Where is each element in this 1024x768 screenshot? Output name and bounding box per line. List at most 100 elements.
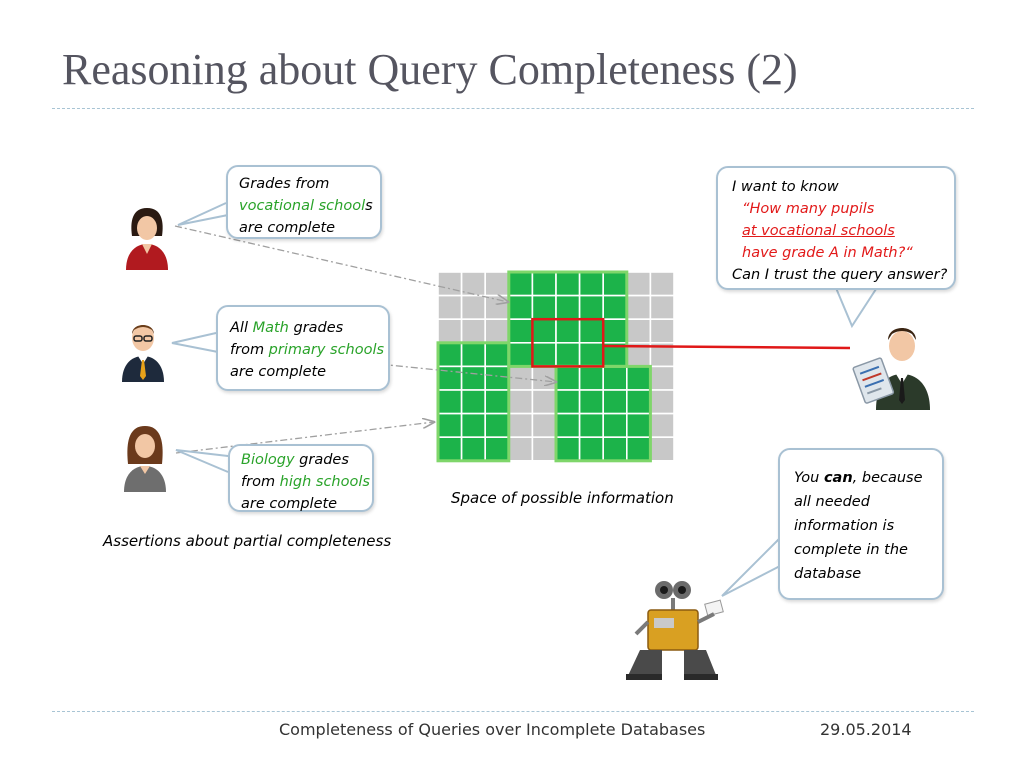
bubble-tail-1 [177, 202, 229, 226]
top-divider [52, 108, 974, 109]
grid-cell-complete [555, 341, 581, 368]
grid-cell [484, 271, 510, 297]
grid-cell [460, 271, 487, 297]
information-space-grid [436, 270, 675, 463]
grid-cell-complete [578, 365, 604, 391]
grid-cell-complete [625, 436, 652, 462]
assertion-bubble-vocational: Grades from vocational schools are compl… [226, 165, 382, 239]
grid-cell [531, 436, 557, 462]
answer-line-2: all needed [794, 494, 870, 510]
assertion-text: All [230, 320, 253, 336]
bubble-tail-2 [171, 332, 219, 353]
businessman-icon [852, 328, 930, 410]
answer-line-3: information is [794, 518, 895, 534]
bottom-divider [52, 711, 974, 712]
grid-cell-complete [625, 412, 652, 439]
assertion-text: are complete [241, 496, 338, 512]
question-line-1: I want to know [732, 179, 839, 195]
grid-cell-complete [484, 436, 510, 462]
grid-cell-complete [484, 365, 510, 391]
grid-cell [649, 365, 675, 391]
answer-line-5: database [794, 566, 862, 582]
grid-cell [649, 389, 675, 415]
grid-cell-complete [460, 389, 487, 415]
question-line-2: “How many pupils [742, 201, 875, 217]
grid-cell-complete [555, 436, 581, 462]
grid-cell-complete [602, 271, 628, 297]
grid-cell-complete [578, 318, 604, 344]
assertion-bubble-math: All Math grades from primary schools are… [216, 305, 390, 391]
grid-cell-complete [484, 412, 510, 439]
grid-cell-complete [602, 294, 628, 321]
bubble-tail-3 [175, 449, 229, 473]
grid-cell-complete [625, 389, 652, 415]
grid-cell [507, 412, 534, 439]
question-line-5: Can I trust the query answer? [732, 267, 948, 283]
grid-cell [625, 294, 652, 321]
grid-cell [649, 271, 675, 297]
grid-cell-complete [484, 389, 510, 415]
grid-cell [437, 318, 463, 344]
grid-cell-complete [460, 341, 487, 368]
grid-cell [531, 365, 557, 391]
grid-cell-complete [602, 318, 628, 344]
assertion-highlight: high schools [279, 474, 370, 490]
space-caption: Space of possible information [451, 489, 674, 507]
footer-date: 29.05.2014 [820, 720, 912, 739]
grid-cell [507, 389, 534, 415]
grid-cell-complete [555, 294, 581, 321]
assertion-text: from [230, 342, 269, 358]
grid-cell-complete [507, 318, 534, 344]
grid-cell [484, 318, 510, 344]
grid-cell-complete [578, 412, 604, 439]
assertion-arrow-1 [174, 225, 508, 302]
assertion-highlight: Math [252, 320, 289, 336]
answer-text: , because [852, 470, 923, 486]
grid-cell-complete [602, 365, 628, 391]
grid-cell [531, 412, 557, 439]
grid-cell-complete [578, 389, 604, 415]
woman-brown-icon [124, 426, 166, 492]
grid-cell-complete [437, 412, 463, 439]
robot-icon [626, 581, 724, 680]
assertion-highlight: Biology [241, 452, 295, 468]
assertion-bubble-biology: Biology grades from high schools are com… [228, 444, 374, 512]
grid-cell-complete [555, 271, 581, 297]
footer-title: Completeness of Queries over Incomplete … [279, 720, 706, 739]
grid-cell-complete [531, 271, 557, 297]
assertion-text: Grades from [239, 176, 330, 192]
grid-cell [649, 294, 675, 321]
grid-cell-complete [460, 412, 487, 439]
assertion-text: grades [294, 452, 349, 468]
grid-cell-complete [507, 271, 534, 297]
grid-cell-complete [625, 365, 652, 391]
assertion-highlight: vocational school [239, 198, 366, 214]
grid-cell-complete [460, 436, 487, 462]
grid-cell-complete [437, 436, 463, 462]
grid-cell-complete [507, 341, 534, 368]
grid-cell [437, 271, 463, 297]
assertions-caption: Assertions about partial completeness [103, 532, 392, 550]
assertion-highlight: primary schools [268, 342, 385, 358]
grid-cell [649, 318, 675, 344]
complete-region-2 [436, 341, 511, 463]
assertion-text: s [365, 198, 373, 214]
answer-emphasis: can [823, 470, 853, 486]
grid-cell [625, 271, 652, 297]
answer-line-4: complete in the [794, 542, 908, 558]
bubble-tail-answer [721, 537, 781, 597]
grid-cell [460, 294, 487, 321]
query-connector-line [601, 344, 851, 350]
bubble-tail-question [835, 285, 879, 329]
grid-cell [531, 389, 557, 415]
assertion-text: are complete [239, 220, 336, 236]
grid-cell-complete [531, 294, 557, 321]
question-line-4: have grade A in Math?“ [742, 245, 913, 261]
grid-cell-complete [555, 365, 581, 391]
question-line-3: at vocational schools [742, 223, 895, 239]
grid-cell-complete [531, 341, 557, 368]
grid-cell-complete [602, 389, 628, 415]
grid-cell [507, 436, 534, 462]
woman-icon [126, 208, 168, 270]
